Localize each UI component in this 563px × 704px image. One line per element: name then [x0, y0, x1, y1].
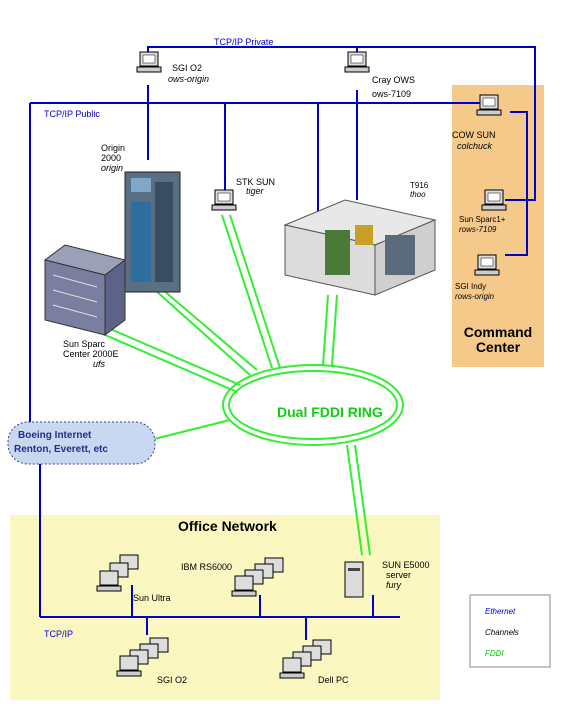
boeing-internet-line1: Boeing Internet [18, 430, 92, 441]
sgi-indy-label: SGI Indy [455, 282, 487, 291]
workstation-icon [344, 51, 370, 73]
legend-channels: Channels [485, 628, 519, 637]
sparc-center-server-icon [43, 244, 127, 336]
sun-ultra-label: Sun Ultra [133, 593, 171, 603]
cow-sun-label: COW SUN [452, 130, 496, 140]
legend-ethernet: Ethernet [485, 607, 516, 616]
workstation-icon [211, 189, 237, 211]
sun-e5000-host: fury [386, 580, 402, 590]
office-network-area [10, 515, 440, 700]
sparc-center-label-line2: Center 2000E [63, 349, 119, 359]
workstation-icon [474, 254, 500, 276]
ethernet-lines [29, 46, 536, 640]
fddi-lines [81, 214, 404, 556]
stk-sun-label: STK SUN [236, 177, 276, 187]
command-center-title-line2: Center [475, 339, 521, 355]
workstation-cluster-icon [116, 637, 169, 677]
sgi-o2-top-host: ows-origin [168, 74, 210, 84]
workstation-cluster-icon [96, 554, 139, 592]
sgi-o2-bottom-label: SGI O2 [157, 675, 188, 685]
dell-label: Dell PC [318, 675, 349, 685]
cow-sun-host: colchuck [457, 141, 493, 151]
command-center-area [452, 85, 544, 367]
tcpip-label: TCP/IP [44, 629, 74, 639]
origin-host: origin [101, 163, 124, 173]
origin-model: 2000 [101, 153, 122, 163]
legend-box [469, 594, 551, 668]
sgi-indy-host: rows-origin [455, 292, 495, 301]
workstation-icon [481, 189, 507, 211]
legend-fddi: FDDI [485, 649, 504, 658]
workstation-icon [136, 51, 162, 73]
t916-host: thoo [410, 190, 426, 199]
office-network-title: Office Network [178, 518, 277, 534]
sun-e5000-label: SUN E5000 [382, 560, 430, 570]
sun-sparc1-label: Sun Sparc1+ [459, 215, 506, 224]
boeing-internet-cloud [7, 421, 156, 465]
sparc-center-label-line1: Sun Sparc [63, 339, 106, 349]
boeing-internet-line2: Renton, Everett, etc [14, 444, 108, 455]
sun-e5000-role: server [386, 570, 412, 580]
sparc-center-host: ufs [93, 359, 106, 369]
cray-ows-host: ows-7109 [372, 89, 412, 99]
tcpip-public-label: TCP/IP Public [44, 109, 100, 119]
command-center-title-line1: Command [463, 324, 533, 340]
origin-2000-server-icon [124, 171, 181, 293]
sun-e5000-server-icon [344, 561, 364, 598]
cray-t916-supercomputer-icon [283, 199, 437, 296]
stk-sun-host: tiger [246, 186, 264, 196]
ibm-label: IBM RS6000 [181, 562, 233, 572]
sgi-o2-top-label: SGI O2 [172, 63, 203, 73]
origin-label: Origin [101, 143, 126, 153]
workstation-cluster-icon [279, 639, 332, 679]
cray-ows-label: Cray OWS [372, 75, 416, 85]
fddi-ring-label: Dual FDDI RING [277, 404, 383, 420]
workstation-cluster-icon [231, 557, 284, 597]
t916-label: T916 [410, 181, 429, 190]
sun-sparc1-host: rows-7109 [459, 225, 497, 234]
tcpip-private-label: TCP/IP Private [214, 37, 274, 47]
workstation-icon [476, 94, 502, 116]
